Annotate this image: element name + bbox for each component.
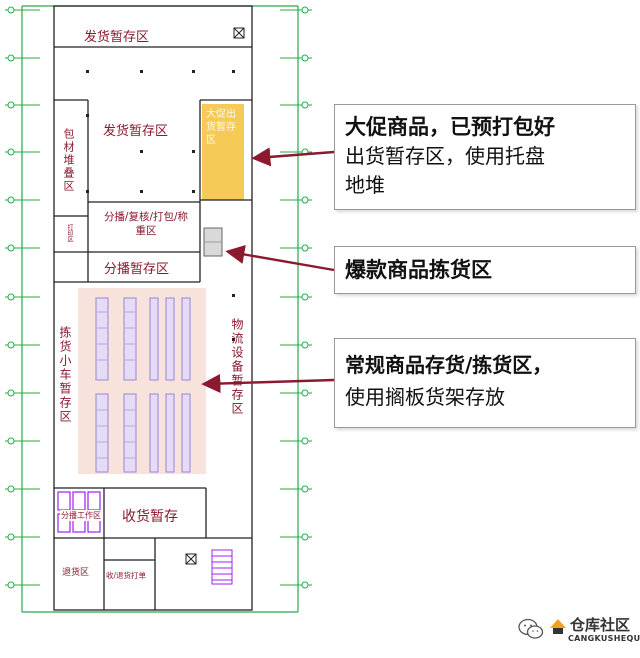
wechat-logo-icon	[518, 618, 544, 639]
shelf-rack-dividers	[96, 311, 136, 459]
watermark-cn: 仓库社区	[570, 616, 631, 634]
sort-workstation-label: 分播工作区	[60, 510, 102, 521]
regular-goods-callout: 常规商品存货/拣货区， 使用搁板货架存放	[334, 338, 636, 428]
logistics-equipment-staging-label: 物流设备暂存区	[230, 318, 244, 416]
promo-callout-line3: 地堆	[345, 173, 385, 197]
hot-pointer-arrow	[225, 244, 335, 272]
hot-goods-callout-line1: 爆款商品拣货区	[345, 258, 492, 282]
promo-callout-line2: 出货暂存区，使用托盘	[345, 144, 545, 168]
receive-print-label: 收/退货打单	[106, 571, 147, 580]
sort-check-label: 分播/复核/打包/称重区	[103, 211, 189, 237]
ship-staging-top-label: 发货暂存区	[84, 30, 150, 45]
packaging-stack-label: 包材堆叠区	[62, 128, 75, 193]
promo-callout: 大促商品，已预打包好 出货暂存区，使用托盘 地堆	[334, 104, 636, 210]
cangku-logo-icon	[550, 619, 566, 634]
picking-cart-staging-label: 拣货小车暂存区	[58, 326, 72, 424]
watermark-en: CANGKUSHEQU	[568, 634, 640, 643]
hot-goods-callout: 爆款商品拣货区	[334, 246, 636, 294]
building-walls	[53, 5, 253, 611]
promo-pointer-arrow	[251, 147, 335, 167]
promo-callout-line1: 大促商品，已预打包好	[345, 115, 555, 139]
promo-zone-fill	[202, 104, 244, 200]
print-zone-label: 打印区	[66, 224, 73, 242]
shelf-racks	[95, 297, 191, 473]
receiving-staging-label: 收货暂存	[122, 509, 178, 525]
conveyor-stack	[211, 549, 233, 585]
watermark: 仓库社区 CANGKUSHEQU	[518, 610, 640, 654]
promo-zone-label: 大促出货暂存区	[206, 109, 236, 146]
ship-staging-mid-label: 发货暂存区	[103, 124, 169, 139]
returns-zone-label: 退货区	[62, 568, 90, 578]
regular-goods-callout-line2: 使用搁板货架存放	[345, 385, 505, 409]
regular-goods-callout-line1: 常规商品存货/拣货区，	[345, 353, 553, 377]
regular-pointer-arrow	[201, 373, 335, 394]
elevator-bottom-icon	[185, 553, 197, 565]
grid-bubbles	[7, 6, 309, 589]
structural-columns	[86, 70, 235, 341]
sort-staging-label: 分播暂存区	[104, 262, 170, 277]
elevator-top-icon	[233, 27, 245, 39]
